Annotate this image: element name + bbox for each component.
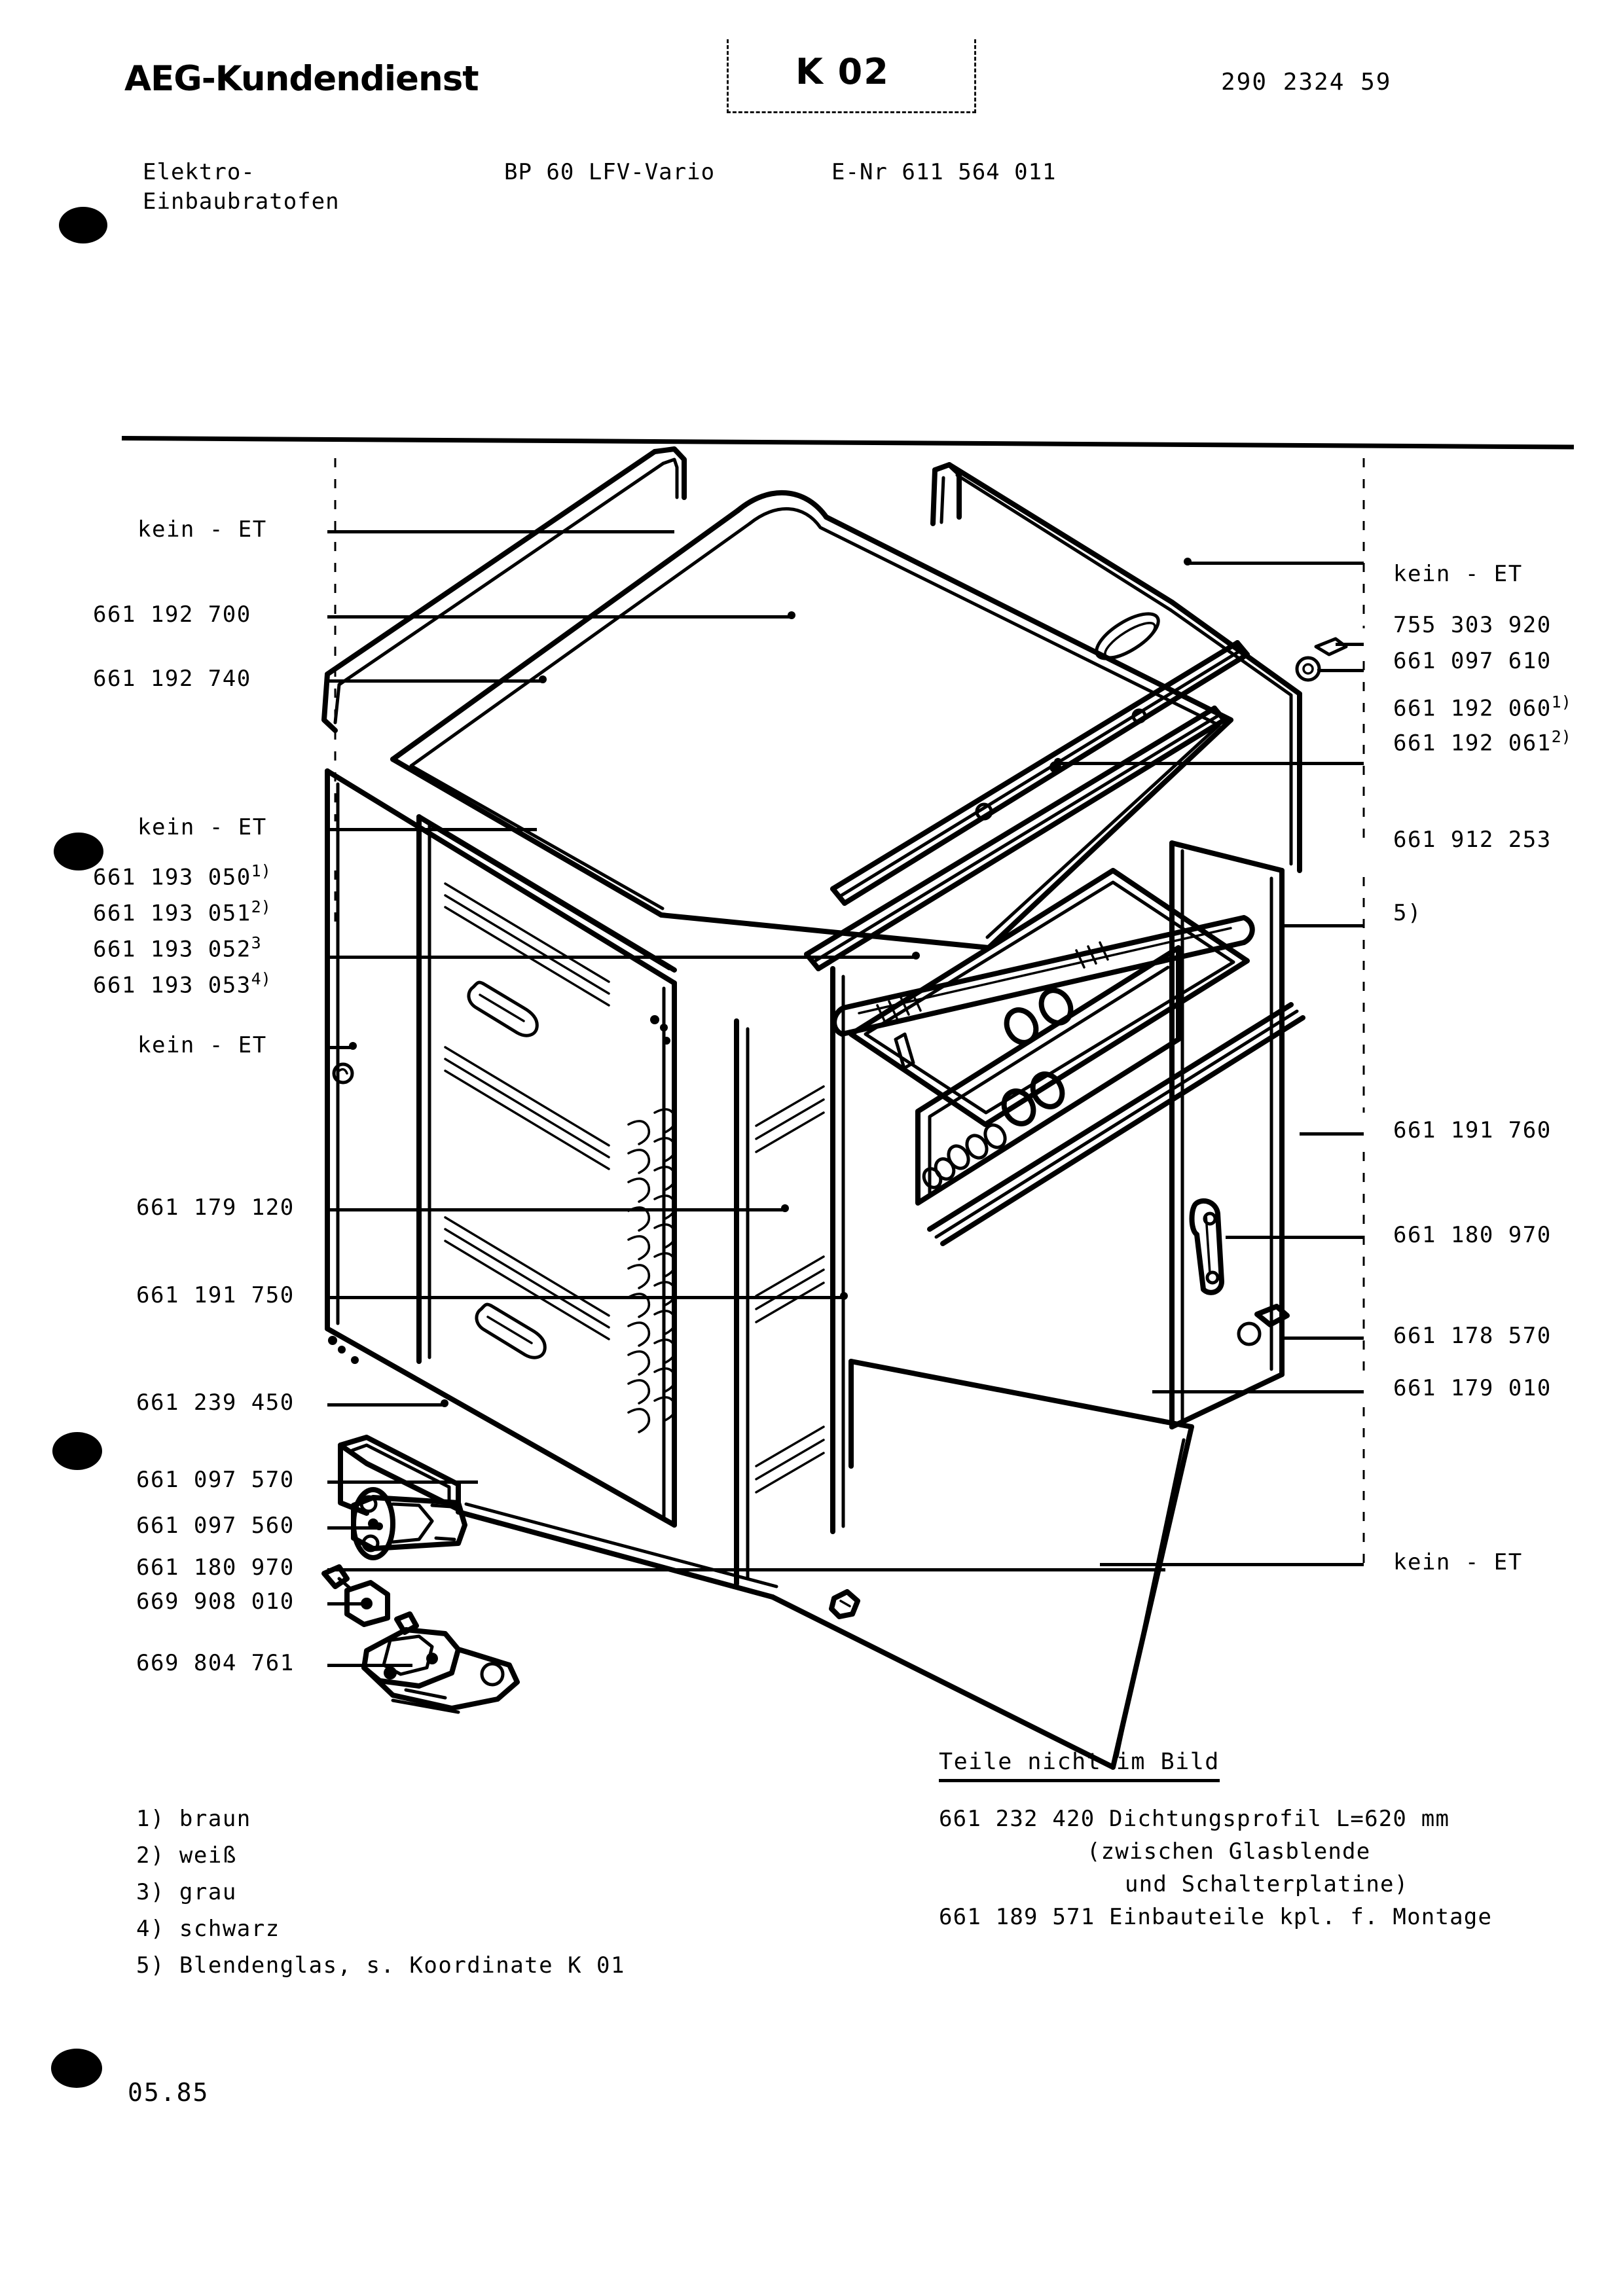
part-label-661-191-750: 661 191 750 [136, 1282, 295, 1308]
footnote-ref-r1: 1) [1551, 692, 1571, 711]
model-designation: BP 60 LFV-Vario [504, 159, 716, 185]
footnote-ref-4: 4) [251, 969, 271, 988]
leader-line-8 [327, 1296, 845, 1299]
leader-line-13 [327, 1602, 367, 1605]
leader-line-2 [327, 615, 792, 619]
leader-line-10 [327, 1480, 478, 1484]
enr-number: E-Nr 611 564 011 [831, 159, 1057, 185]
part-label-661-193-051: 661 193 0512) [93, 897, 271, 927]
leader-dot-r4 [1054, 758, 1062, 766]
part-label-kein-et-top: kein - ET [137, 516, 267, 543]
leader-line-r6 [1282, 924, 1364, 927]
part-label-755-303-920: 755 303 920 [1393, 612, 1552, 638]
part-label-661-192-060: 661 192 0601) [1393, 692, 1571, 722]
leader-dot-2 [788, 611, 795, 619]
leader-dot-11 [375, 1522, 383, 1530]
part-label-669-908-010: 669 908 010 [136, 1588, 295, 1615]
part-label-661-192-700: 661 192 700 [93, 601, 251, 628]
leader-dot-8 [840, 1292, 848, 1300]
part-label-661-178-570: 661 178 570 [1393, 1323, 1552, 1349]
not-in-picture-title: Teile nicht im Bild [939, 1749, 1220, 1782]
brand-title: AEG-Kundendienst [124, 59, 479, 99]
leader-line-r10 [1285, 1336, 1364, 1340]
part-label-661-192-740: 661 192 740 [93, 666, 251, 692]
part-label-661-097-560: 661 097 560 [136, 1513, 295, 1539]
part-label-661-097-570: 661 097 570 [136, 1467, 295, 1493]
part-label-661-239-450: 661 239 450 [136, 1390, 295, 1416]
part-label-kein-et-mid: kein - ET [137, 814, 267, 840]
document-number: 290 2324 59 [1221, 69, 1392, 96]
part-label-footnote-5-ref: 5) [1393, 900, 1422, 926]
part-label-kein-et-low: kein - ET [137, 1032, 267, 1058]
part-label-661-179-010: 661 179 010 [1393, 1375, 1552, 1401]
leader-line-4 [327, 828, 537, 831]
part-label-661-097-610: 661 097 610 [1393, 648, 1552, 674]
leader-line-r1 [1188, 562, 1364, 565]
leader-line-14 [327, 1664, 412, 1667]
part-label-661-180-970-r: 661 180 970 [1393, 1222, 1552, 1248]
footnote-5: 5) Blendenglas, s. Koordinate K 01 [136, 1952, 625, 1979]
not-in-picture-line-1: 661 232 420 Dichtungsprofil L=620 mm [939, 1806, 1450, 1832]
part-label-661-179-120: 661 179 120 [136, 1194, 295, 1221]
leader-line-9 [327, 1403, 445, 1407]
leader-line-5 [327, 956, 917, 959]
leader-line-11 [327, 1526, 380, 1530]
leader-line-r8 [1300, 1132, 1364, 1136]
footnote-ref-r2: 2) [1551, 727, 1571, 746]
leader-line-7 [327, 1208, 786, 1211]
part-label-661-191-760: 661 191 760 [1393, 1117, 1552, 1143]
footnote-2: 2) weiß [136, 1842, 237, 1869]
category-line-2: Einbaubratofen [143, 188, 340, 215]
coordinate-box [727, 39, 976, 113]
part-label-661-193-053: 661 193 0534) [93, 969, 271, 999]
date-stamp: 05.85 [128, 2078, 210, 2107]
leader-line-3 [327, 679, 543, 683]
not-in-picture-line-3: und Schalterplatine) [1125, 1871, 1409, 1897]
part-label-669-804-761: 669 804 761 [136, 1650, 295, 1676]
footnote-ref-2: 2) [251, 897, 271, 916]
leader-line-r4 [1061, 762, 1364, 765]
leader-dot-5 [912, 952, 920, 960]
part-label-661-193-052: 661 193 0523 [93, 933, 261, 963]
leader-dot-3 [539, 675, 547, 683]
part-label-661-193-050: 661 193 0501) [93, 861, 271, 891]
leader-dot-r1 [1184, 558, 1192, 565]
leader-line-r9 [1226, 1236, 1364, 1239]
category-line-1: Elektro- [143, 159, 255, 185]
leader-line-r2 [1336, 643, 1364, 646]
not-in-picture-line-4: 661 189 571 Einbauteile kpl. f. Montage [939, 1904, 1493, 1930]
footnote-1: 1) braun [136, 1806, 251, 1832]
leader-dot-6 [349, 1042, 357, 1050]
part-label-kein-et-r-bot: kein - ET [1393, 1549, 1523, 1575]
registration-dot-upper [54, 833, 103, 870]
registration-dot-top [59, 207, 107, 243]
leader-dot-9 [441, 1399, 448, 1407]
footnote-4: 4) schwarz [136, 1916, 280, 1942]
leader-line-r12 [1100, 1563, 1364, 1566]
registration-dot-bottom [51, 2049, 102, 2088]
leader-line-r3 [1317, 669, 1364, 672]
footnote-3: 3) grau [136, 1879, 237, 1905]
header-divider-rule [121, 436, 1574, 450]
footnote-ref-1: 1) [251, 861, 271, 880]
registration-dot-lower [52, 1432, 102, 1470]
not-in-picture-block: Teile nicht im Bild [939, 1749, 1220, 1782]
leader-line-12 [327, 1568, 1165, 1571]
leader-line-6 [327, 1046, 354, 1049]
part-label-kein-et-r-top: kein - ET [1393, 561, 1523, 587]
coordinate-label: K 02 [795, 51, 890, 92]
part-label-661-180-970-l: 661 180 970 [136, 1554, 295, 1581]
part-label-661-192-061: 661 192 0612) [1393, 727, 1571, 757]
part-label-661-912-253: 661 912 253 [1393, 827, 1552, 853]
leader-dot-7 [781, 1204, 789, 1212]
leader-line-1 [327, 530, 674, 533]
leader-line-r11 [1152, 1390, 1364, 1393]
not-in-picture-line-2: (zwischen Glasblende [1087, 1839, 1371, 1865]
footnote-ref-3: 3 [251, 933, 261, 952]
